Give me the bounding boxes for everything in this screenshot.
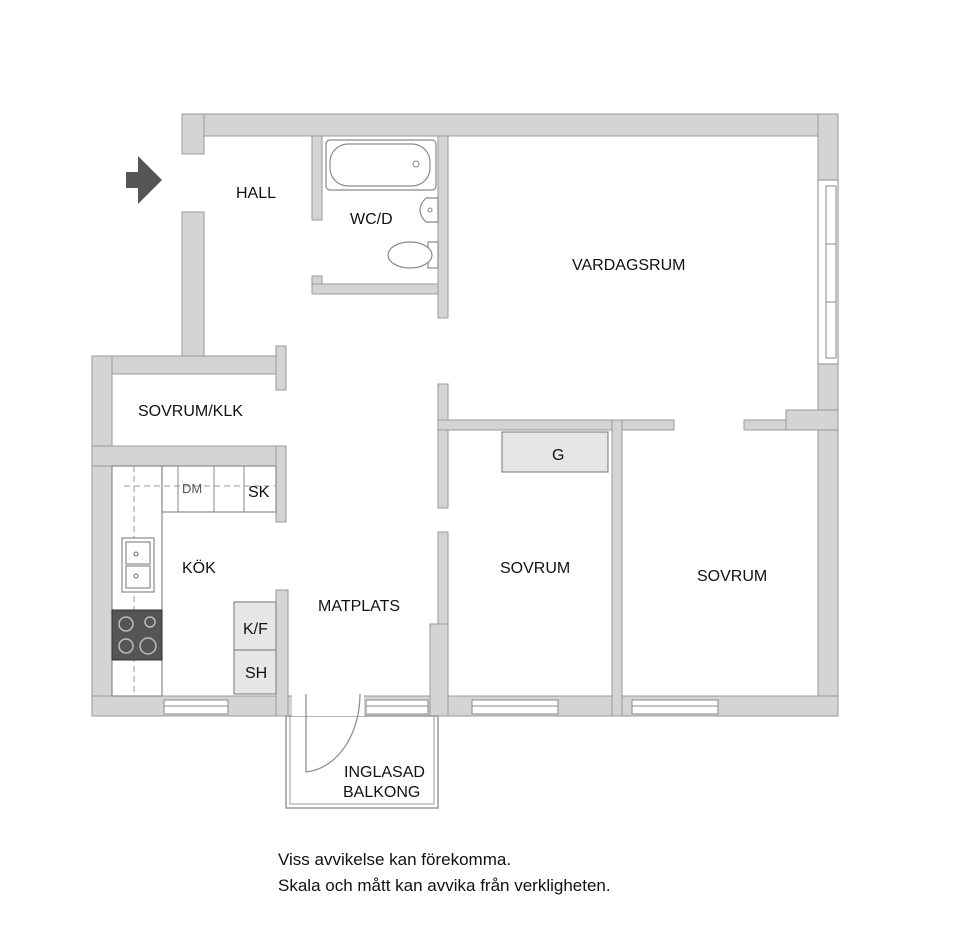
stove-icon — [111, 609, 163, 661]
room-label-matplats: MATPLATS — [318, 598, 400, 615]
fixture-label-wardrobe: G — [552, 447, 564, 464]
room-label-wc: WC/D — [350, 211, 393, 228]
balcony — [285, 693, 439, 809]
sink — [419, 197, 439, 223]
room-label-sovrum-1: SOVRUM — [500, 560, 570, 577]
wardrobe — [501, 431, 609, 473]
fixture-label-dishwasher: DM — [182, 481, 202, 496]
room-label-vardagsrum: VARDAGSRUM — [572, 257, 686, 274]
room-label-balkong-1: INGLASAD — [344, 764, 425, 781]
fixture-label-kf: K/F — [243, 621, 268, 638]
room-label-hall: HALL — [236, 185, 276, 202]
fixture-label-sk: SK — [248, 484, 270, 501]
entrance-arrow-icon — [126, 156, 162, 204]
room-label-sovrum-klk: SOVRUM/KLK — [138, 403, 243, 420]
fixture-label-sh: SH — [245, 665, 267, 682]
kitchen-sink — [121, 537, 155, 593]
room-label-balkong-2: BALKONG — [343, 784, 420, 801]
fridge-cabinets — [233, 601, 277, 695]
bathtub — [325, 139, 437, 191]
room-label-sovrum-2: SOVRUM — [697, 568, 767, 585]
room-label-kok: KÖK — [182, 559, 216, 577]
windows — [163, 179, 839, 715]
disclaimer-line-2: Skala och mått kan avvika från verklighe… — [278, 876, 611, 895]
disclaimer-line-1: Viss avvikelse kan förekomma. — [278, 850, 512, 869]
toilet — [387, 241, 439, 269]
